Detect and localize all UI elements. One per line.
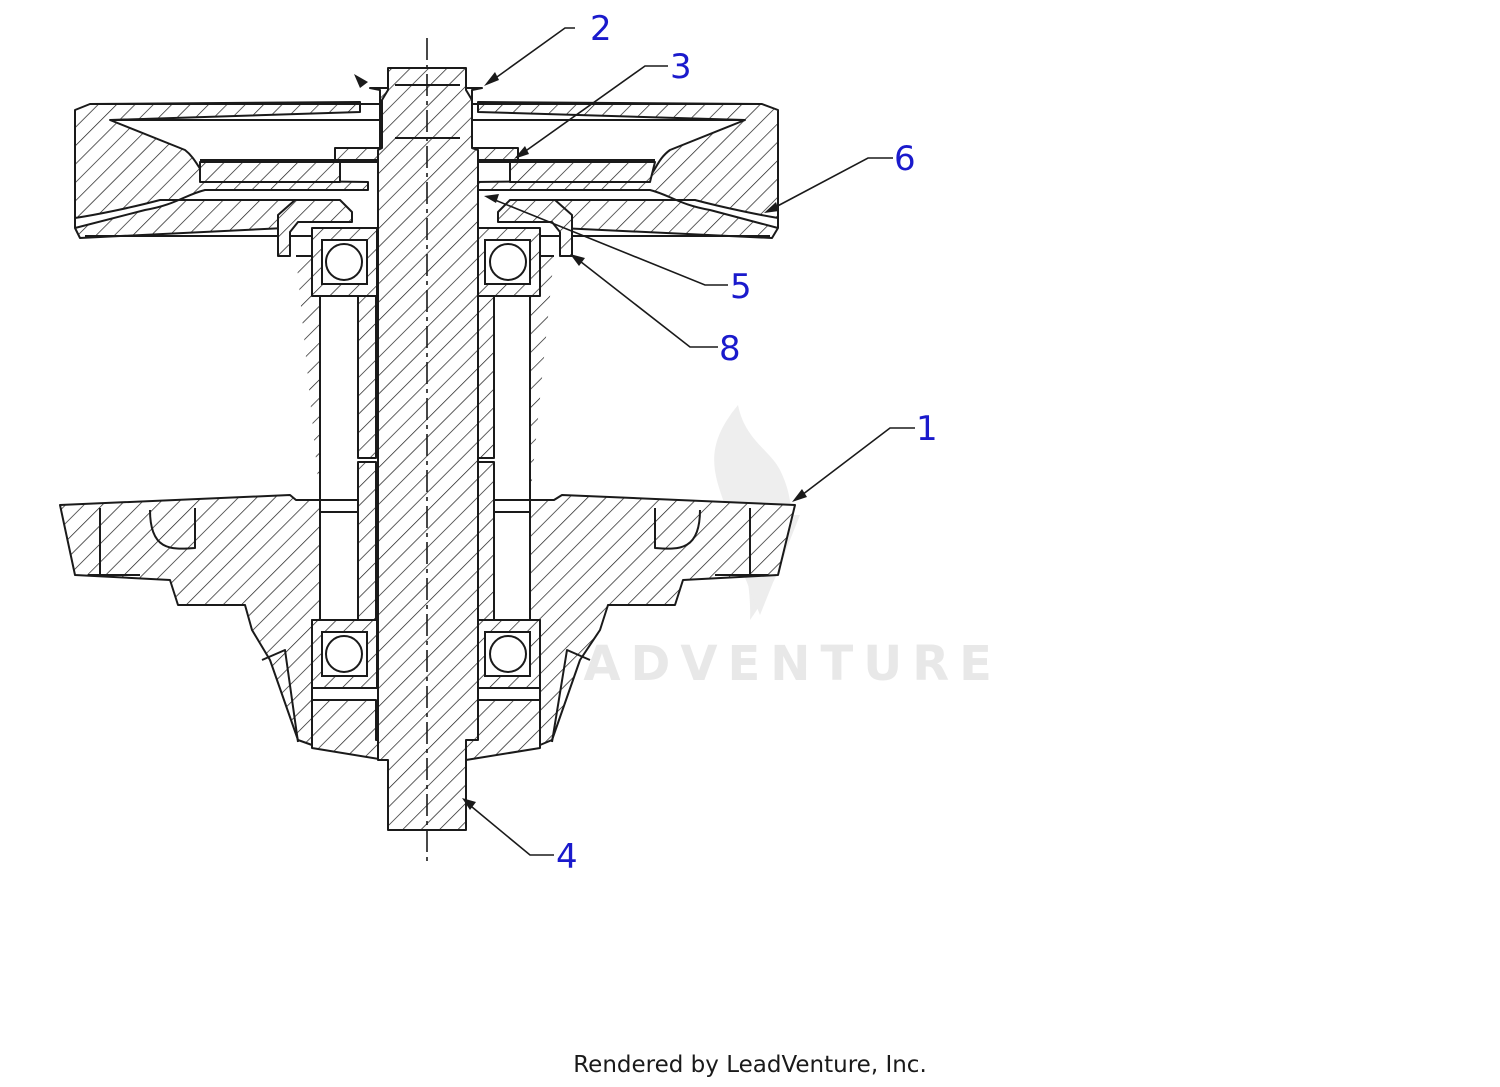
callout-number-3: 3 (670, 47, 692, 87)
spacer-tube (357, 295, 495, 621)
callout-number-6: 6 (894, 139, 916, 179)
render-credit: Rendered by LeadVenture, Inc. (573, 1052, 927, 1078)
shaft-part (377, 67, 479, 831)
callout-number-2: 2 (590, 9, 612, 49)
upper-bearing-right (474, 227, 541, 297)
lower-bearing-left (311, 619, 378, 689)
bearing-cover-part (277, 199, 573, 257)
callout-number-4: 4 (556, 837, 578, 877)
callout-number-8: 8 (719, 329, 741, 369)
upper-bearing-left (311, 227, 378, 297)
callout-number-1: 1 (916, 409, 938, 449)
callout-leaders (354, 27, 915, 856)
lower-bearing-right (474, 619, 541, 689)
callout-number-5: 5 (730, 267, 752, 307)
